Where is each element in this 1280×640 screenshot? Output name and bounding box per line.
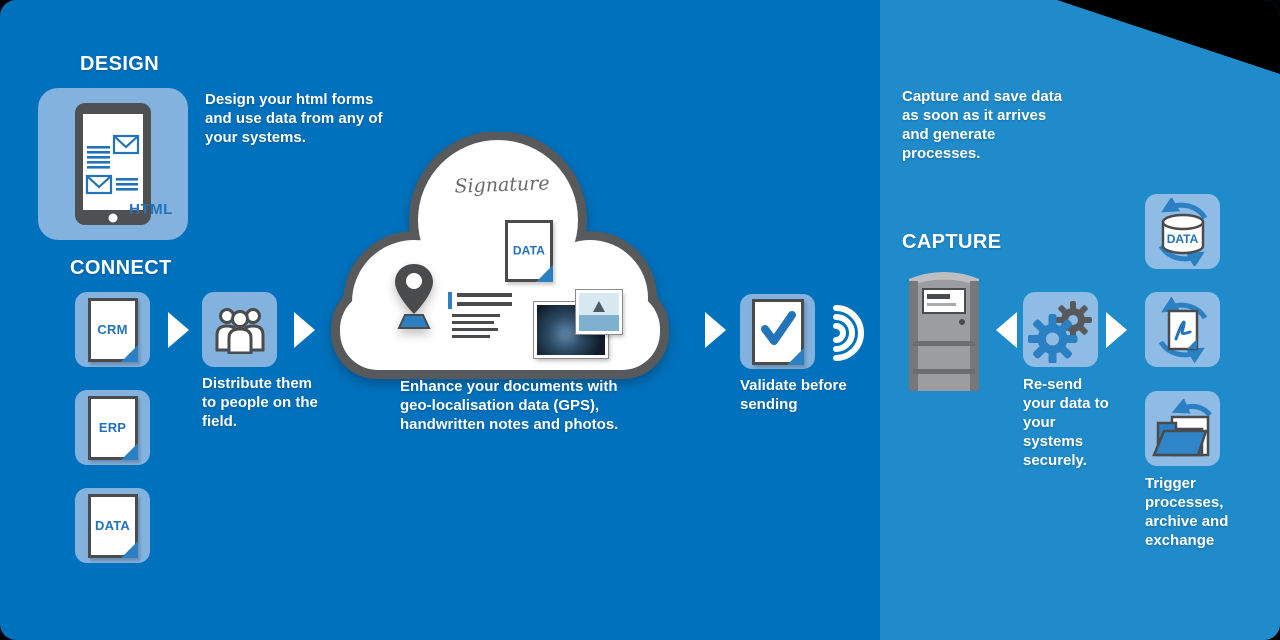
resend-caption: Re-send your data to your systems secure…	[1023, 376, 1109, 470]
distribute-caption: Distribute them to people on the field.	[202, 375, 318, 431]
sailboat-photo-icon	[575, 289, 623, 335]
design-description: Design your html forms and use data from…	[205, 91, 383, 147]
tablet-frame-icon	[75, 103, 151, 225]
enhance-caption: Enhance your documents with geo-localisa…	[400, 378, 619, 434]
handwritten-notes-icon	[448, 290, 514, 342]
cloud-data-document-icon: DATA	[505, 220, 553, 282]
photos-icon	[533, 289, 644, 359]
tablet-html-label: HTML	[129, 201, 173, 218]
erp-label: ERP	[98, 419, 127, 435]
database-data-label: DATA	[1166, 232, 1199, 246]
people-icon	[202, 292, 277, 367]
database-sync-icon: DATA	[1145, 194, 1220, 269]
data-label: DATA	[95, 517, 130, 533]
cloud-shape: Signature DATA	[322, 131, 678, 380]
gears-icon	[1023, 292, 1098, 367]
flow-arrow-icon	[168, 312, 189, 348]
crm-document-icon: CRM	[75, 292, 150, 367]
validate-caption: Validate before sending	[740, 377, 847, 414]
crm-label: CRM	[97, 321, 128, 337]
connect-heading: CONNECT	[70, 257, 172, 279]
capture-intro: Capture and save data as soon as it arri…	[902, 88, 1063, 163]
trigger-caption: Trigger processes, archive and exchange	[1145, 475, 1229, 550]
design-heading: DESIGN	[80, 53, 160, 75]
flow-arrow-icon	[705, 312, 726, 348]
cloud-data-label: DATA	[512, 243, 546, 258]
data-document-icon: DATA	[75, 488, 150, 563]
pdf-sync-icon	[1145, 292, 1220, 367]
validate-document-icon	[740, 294, 815, 369]
server-icon	[909, 272, 979, 391]
capture-heading: CAPTURE	[902, 231, 1002, 253]
flow-arrow-icon	[294, 312, 315, 348]
erp-document-icon: ERP	[75, 390, 150, 465]
location-pin-icon	[395, 264, 433, 329]
folder-archive-icon	[1145, 391, 1220, 466]
signal-waves-icon	[833, 305, 864, 361]
html-tablet-icon: HTML	[38, 88, 188, 240]
